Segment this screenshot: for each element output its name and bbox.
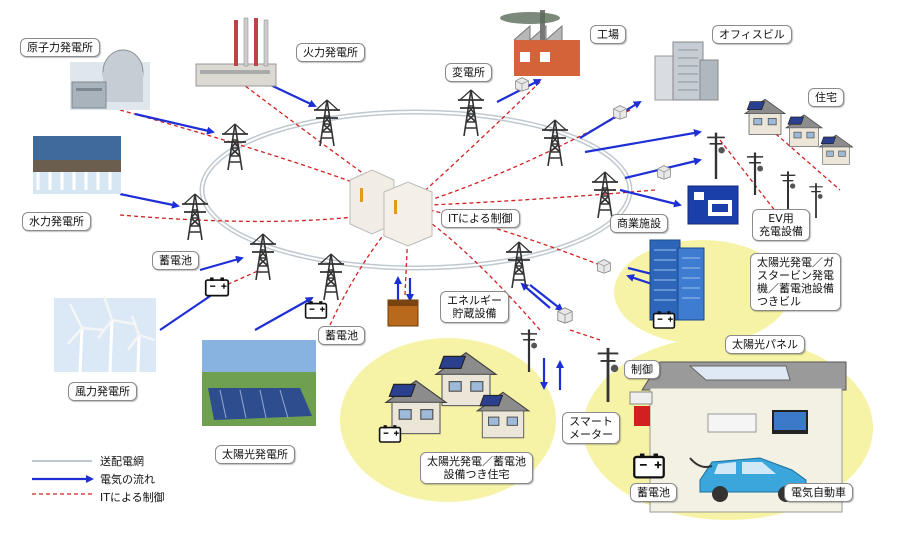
commercial-facility-label: 商業施設 <box>610 214 668 233</box>
legend-flow-label: 電気の流れ <box>100 473 155 486</box>
wind-farm-image <box>54 295 156 373</box>
electricity-flow-arrows <box>119 79 704 448</box>
nuclear-plant-image <box>70 49 150 110</box>
house-icon <box>818 134 854 165</box>
solar-plant-image <box>202 340 316 426</box>
solar-plant-label: 太陽光発電所 <box>215 445 295 464</box>
solar-gas-building-label: 太陽光発電／ガ スタービン発電 機／蓄電池設備 つきビル <box>750 253 841 311</box>
house-icon <box>744 98 786 135</box>
thermal-plant-image <box>195 17 277 87</box>
house-icon <box>785 114 823 147</box>
electric-car-label: 電気自動車 <box>784 483 853 502</box>
battery-label-left: 蓄電池 <box>152 251 199 270</box>
smart-meter-label: スマート メーター <box>562 412 620 444</box>
legend-lines <box>32 460 94 495</box>
battery-icon <box>204 276 230 297</box>
energy-storage-label: エネルギー 貯蔵設備 <box>440 291 509 323</box>
pylon-icon <box>505 241 533 289</box>
nuclear-plant-label: 原子力発電所 <box>20 38 100 57</box>
office-building-label: オフィスビル <box>712 25 792 44</box>
ev-charging-label: EV用 充電設備 <box>752 209 810 241</box>
battery-icon <box>378 424 402 443</box>
battery-icon <box>633 452 665 479</box>
legend-control-label: ITによる制御 <box>100 491 165 504</box>
office-building-image <box>613 41 719 120</box>
wind-farm-label: 風力発電所 <box>68 382 137 401</box>
ev-charging-sign-icon <box>657 165 739 225</box>
hydro-plant-image <box>33 136 121 194</box>
factory-image <box>500 10 580 92</box>
utility-pole-icon <box>779 170 797 210</box>
thermal-plant-label: 火力発電所 <box>296 43 365 62</box>
solar-panel-label: 太陽光パネル <box>725 335 805 354</box>
solar-gas-building-image <box>597 239 705 329</box>
factory-label: 工場 <box>590 25 626 44</box>
battery-icon <box>304 300 328 319</box>
legend-grid-label: 送配電網 <box>100 455 144 468</box>
solar-homes-label: 太陽光発電／蓄電池 設備つき住宅 <box>420 452 533 484</box>
substation-label: 変電所 <box>445 63 492 82</box>
energy-storage-image <box>387 299 419 327</box>
hydro-plant-label: 水力発電所 <box>22 212 91 231</box>
it-control-label: ITによる制御 <box>441 209 520 228</box>
utility-pole-icon <box>745 151 765 196</box>
battery-label-mid: 蓄電池 <box>318 326 365 345</box>
it-control-servers-image <box>349 169 433 247</box>
housing-label: 住宅 <box>808 88 844 107</box>
battery-label-home: 蓄電池 <box>630 483 677 502</box>
utility-pole-icon <box>705 131 727 180</box>
control-label: 制御 <box>624 360 660 379</box>
utility-pole-icon <box>808 182 824 218</box>
